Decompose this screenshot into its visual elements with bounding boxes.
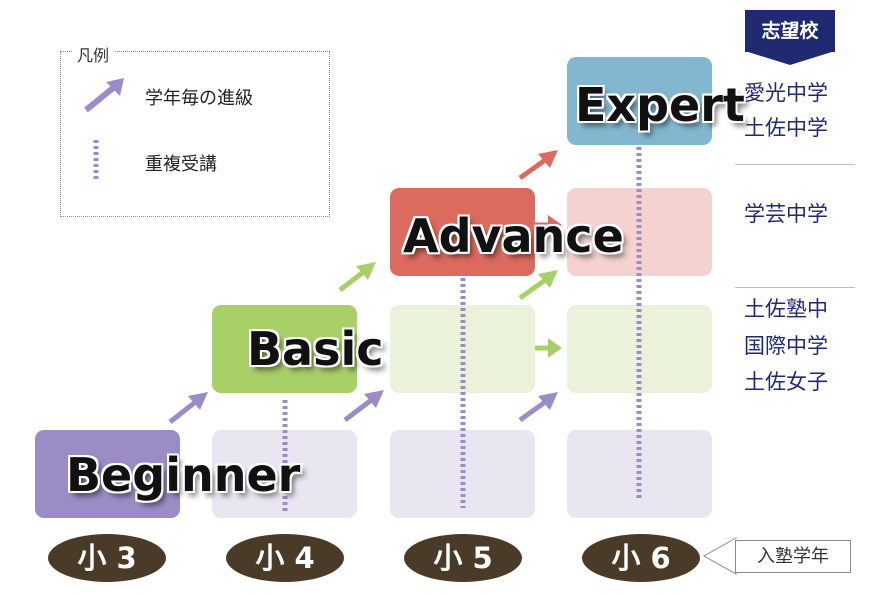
arrow-grade3-to-basic <box>168 392 208 424</box>
school-divider-1 <box>735 164 855 165</box>
expert-box-grade6 <box>567 57 712 145</box>
beginner-box-grade3 <box>35 430 180 518</box>
school-kokusai: 国際中学 <box>744 334 828 358</box>
school-tosa-joshi: 土佐女子 <box>744 370 828 394</box>
arrow-basic-to-advance <box>338 262 376 292</box>
legend-label-progression: 学年毎の進級 <box>145 88 253 109</box>
grade-oval-6: 小 6 <box>582 534 700 582</box>
arrow-advance-grade5-to-6 <box>535 215 562 235</box>
legend-title: 凡例 <box>72 42 115 66</box>
legend-box <box>60 51 330 217</box>
label-basic: Basic <box>247 322 384 376</box>
school-aiko: 愛光中学 <box>744 81 828 105</box>
entry-pointer-icon <box>702 537 738 575</box>
basic-box-grade4 <box>212 305 357 393</box>
advance-box-grade5 <box>390 188 535 276</box>
grade-oval-5: 小 5 <box>404 534 522 582</box>
arrow-basic-grade5-to-advance <box>518 270 558 301</box>
label-expert: Expert <box>575 78 745 132</box>
beginner-box-grade5 <box>390 430 535 518</box>
basic-box-grade5 <box>390 305 535 393</box>
basic-box-grade6 <box>567 305 712 393</box>
entry-grade-label: 入塾学年 <box>735 540 851 573</box>
arrow-beginner-grade4-to-5 <box>343 390 384 422</box>
target-school-badge: 志望校 <box>745 10 835 52</box>
grade-oval-4: 小 4 <box>226 534 344 582</box>
arrow-basic-grade5-to-6 <box>535 338 562 358</box>
target-badge-arrow <box>745 51 835 65</box>
label-advance: Advance <box>403 209 624 263</box>
progression-arrow-icon <box>84 78 124 113</box>
legend-label-overlap: 重複受講 <box>145 154 217 175</box>
school-tosa: 土佐中学 <box>744 116 828 140</box>
arrow-beginner-grade5-to-6 <box>518 392 558 423</box>
school-tosajuku: 土佐塾中 <box>744 297 828 321</box>
arrow-advance-to-expert <box>518 150 558 181</box>
label-beginner: Beginner <box>66 448 301 502</box>
overlap-dotted-line-icon <box>93 140 99 182</box>
grade-oval-3: 小 3 <box>48 534 166 582</box>
school-gakugei: 学芸中学 <box>744 202 828 226</box>
school-divider-2 <box>735 287 855 288</box>
